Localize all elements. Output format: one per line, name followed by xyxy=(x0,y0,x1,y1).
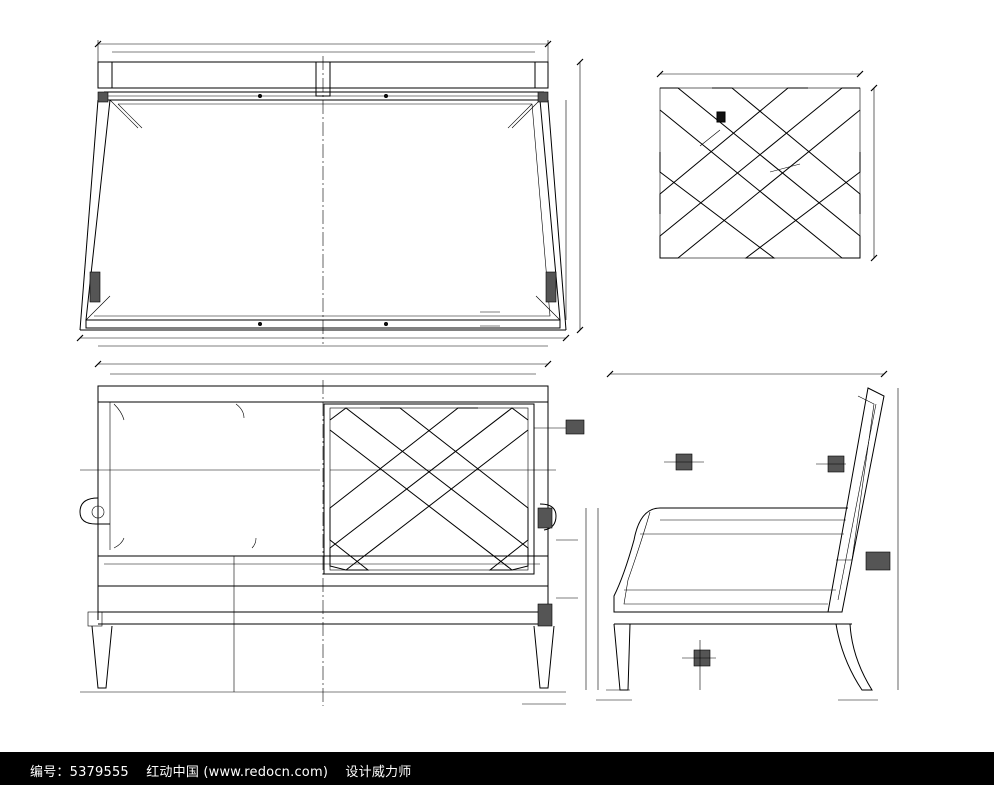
watermark-text: 编号：5379555 红动中国 (www.redocn.com) 设计威力师 xyxy=(30,765,412,780)
plan-view xyxy=(76,40,584,347)
cad-drawing xyxy=(76,40,899,706)
watermark-bar: 编号：5379555 红动中国 (www.redocn.com) 设计威力师 xyxy=(0,752,994,785)
lattice-panel-detail xyxy=(656,70,878,262)
side-elevation xyxy=(585,370,899,701)
front-elevation xyxy=(79,360,585,706)
